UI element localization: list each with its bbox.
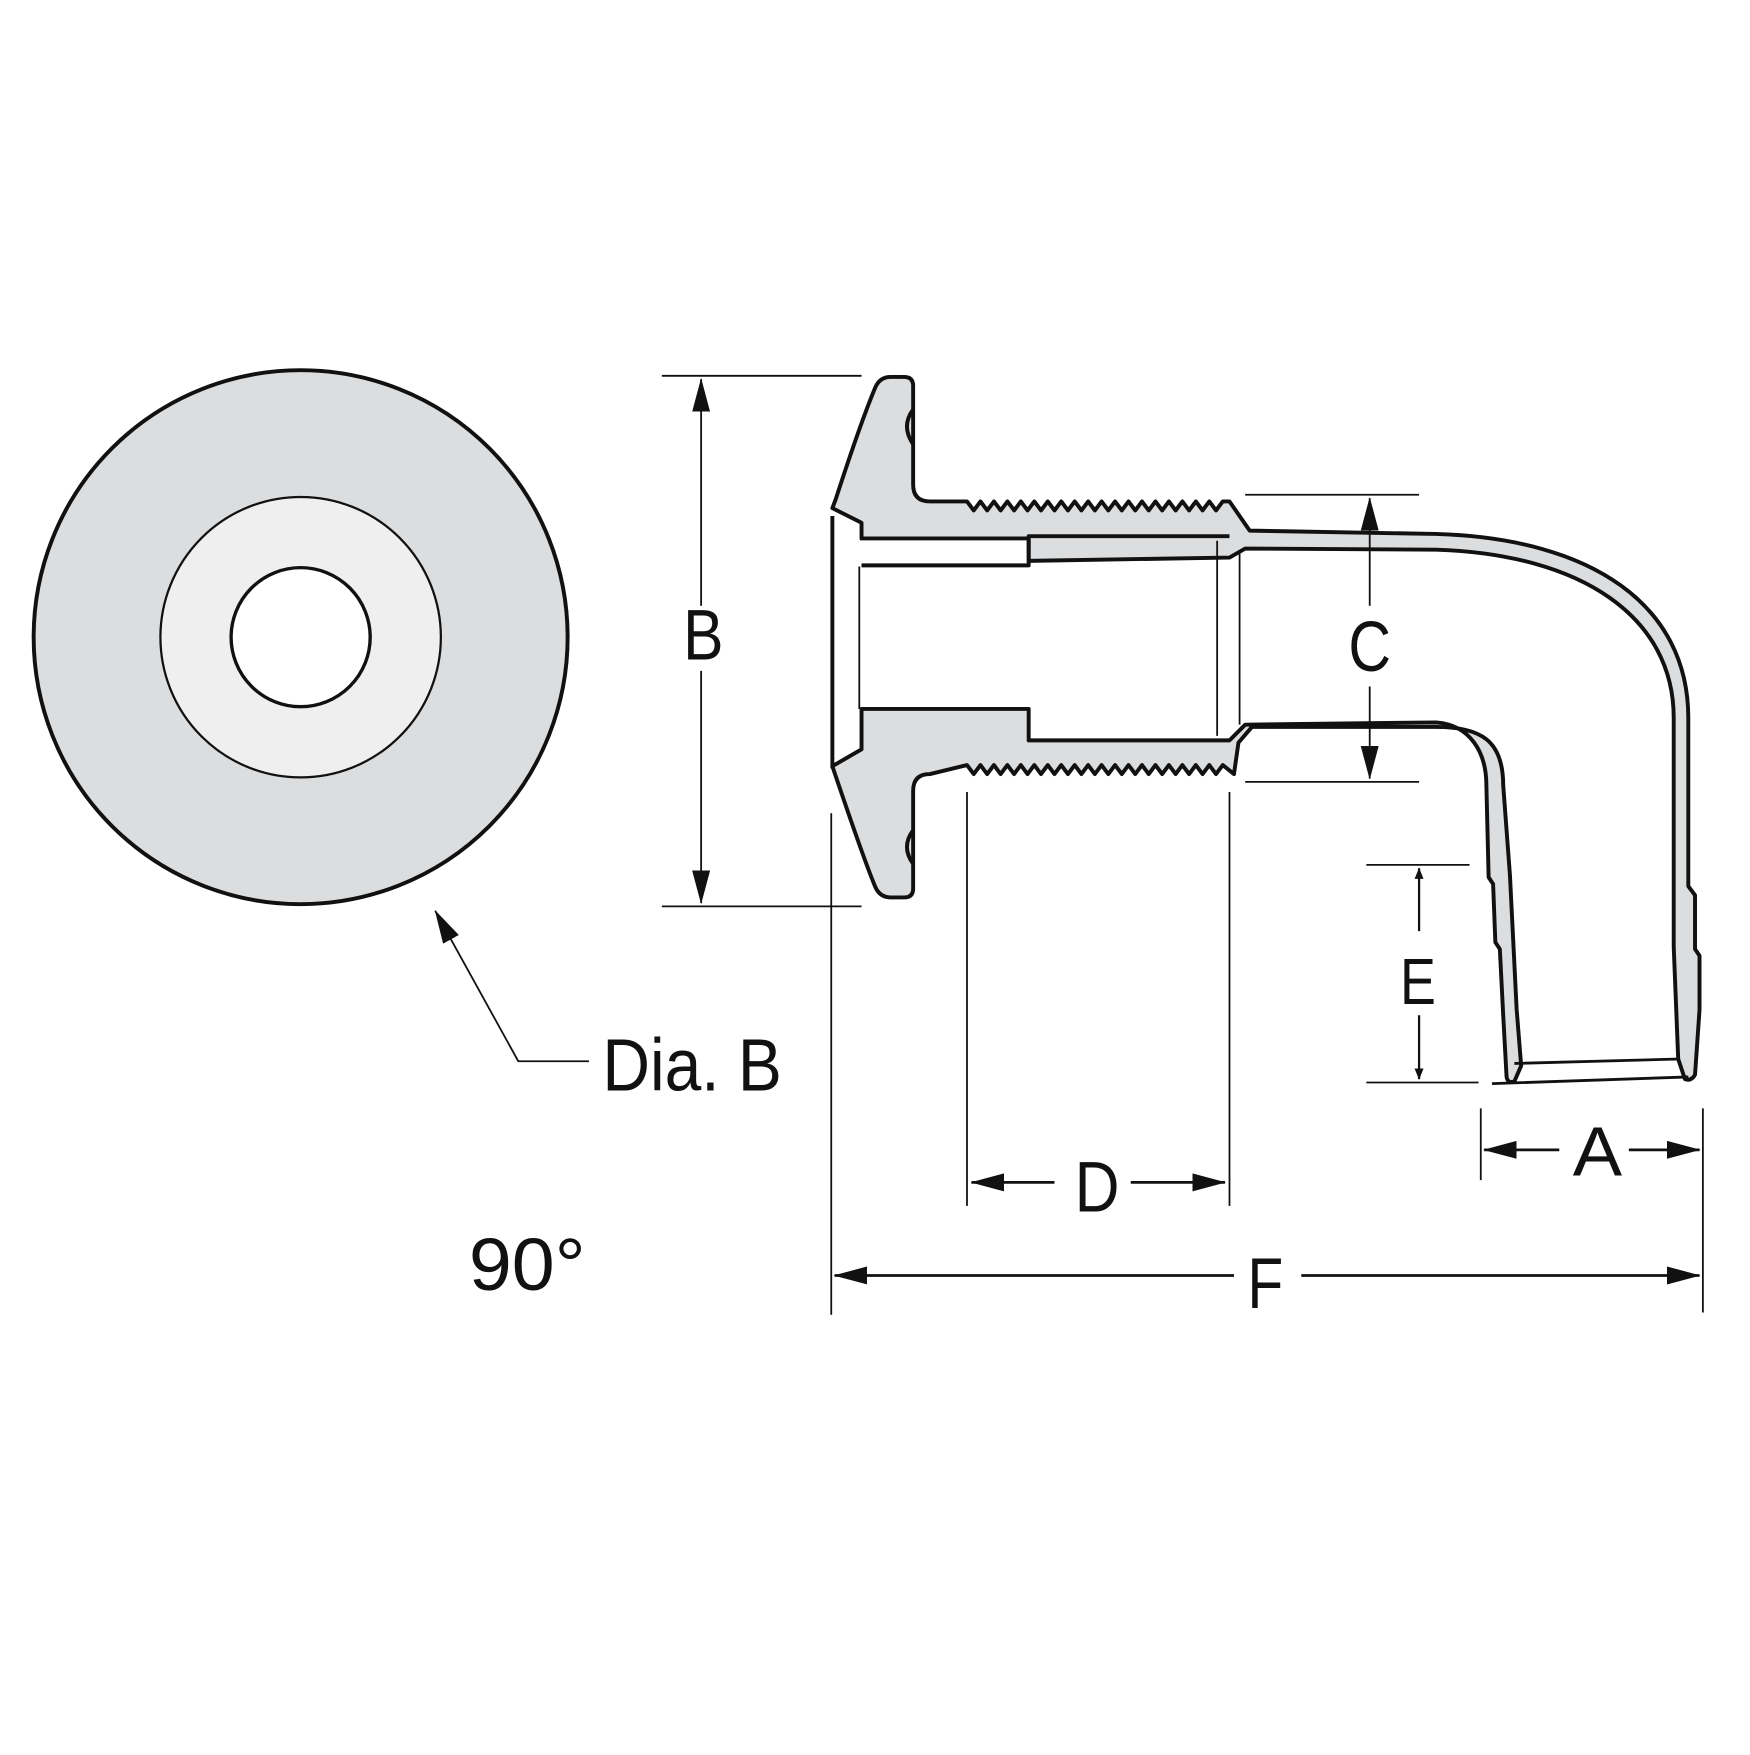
flange-notch-bottom [905, 828, 915, 865]
flange-notch-top [905, 408, 915, 446]
dim-c-label: C [1348, 607, 1391, 687]
dim-f-label: F [1247, 1244, 1283, 1324]
bore-circle [229, 565, 372, 709]
front-view: Dia. B 90° [31, 368, 782, 1306]
dim-e-label: E [1400, 945, 1436, 1018]
fitting-lower-wall [830, 707, 1524, 1084]
dim-d-label: D [1075, 1148, 1120, 1228]
dia-b-leader-line [434, 909, 589, 1063]
barb-end-line [1491, 1057, 1689, 1086]
dim-b-label: B [683, 596, 723, 676]
fitting-upper-wall [830, 374, 1702, 1082]
dia-b-label: Dia. B [602, 1023, 781, 1106]
bore-upper-line [861, 534, 1230, 568]
dimension-lines: B C E D A F [661, 374, 1704, 1324]
dim-a-label: A [1573, 1113, 1623, 1191]
side-view [830, 374, 1702, 1086]
angle-label: 90° [469, 1223, 586, 1306]
